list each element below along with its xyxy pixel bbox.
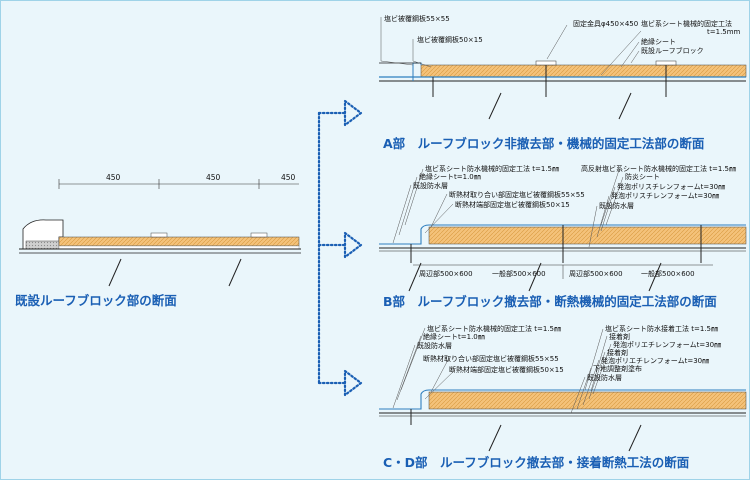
b-dim-1: 周辺部500×600 [419,269,473,278]
cd-label-7: 接着剤 [609,332,630,341]
b-dim-3: 周辺部500×600 [569,269,623,278]
a-label-4: 塩ビ系シート機械的固定工法 [641,19,732,28]
cd-label-6: 塩ビ系シート防水接着工法 t=1.5㎜ [605,324,718,333]
cd-label-2: 絶縁シートt=1.0㎜ [423,332,485,341]
a-label-7: 既設ルーフブロック [641,46,704,55]
b-label-7: 防炎シート [625,172,660,181]
existing-dim-3: 450 [281,173,296,182]
b-label-4: 断熱材取り合い部固定塩ビ被覆鋼板55×55 [449,190,585,199]
b-dim-2: 一般部500×600 [492,269,546,278]
cd-label-4: 断熱材取り合い部固定塩ビ被覆鋼板55×55 [423,354,559,363]
section-a: 塩ビ被覆鋼板55×55 塩ビ被覆鋼板50×15 固定金具φ450×450 塩ビ系… [379,14,747,151]
b-label-2: 絶縁シートt=1.0㎜ [419,172,481,181]
cd-label-9: 接着剤 [607,348,628,357]
existing-title: 既設ルーフブロック部の断面 [15,293,177,308]
a-label-3: 固定金具φ450×450 [573,19,638,28]
b-label-1: 塩ビ系シート防水機械的固定工法 t=1.5㎜ [425,164,559,173]
a-label-1: 塩ビ被覆鋼板55×55 [384,14,450,23]
cd-label-12: 既設防水層 [587,373,622,382]
cd-label-5: 断熱材端部固定塩ビ被覆鋼板50×15 [449,365,564,374]
a-label-5: t=1.5mm [707,28,741,36]
section-a-title: A部 ルーフブロック非撤去部・機械的固定工法部の断面 [383,136,705,151]
b-label-3: 既設防水層 [413,181,448,190]
a-label-6: 絶縁シート [641,37,676,46]
existing-dim-2: 450 [206,173,221,182]
existing-dim-1: 450 [106,173,121,182]
cd-label-11: 下地調整剤塗布 [593,364,642,373]
section-cd: 塩ビ系シート防水機械的固定工法 t=1.5㎜ 絶縁シートt=1.0㎜ 既設防水層… [379,324,747,470]
b-dim-4: 一般部500×600 [641,269,695,278]
existing-section: 450 450 450 既設ルーフブロック部の断面 [15,173,301,308]
section-b: 塩ビ系シート防水機械的固定工法 t=1.5㎜ 絶縁シートt=1.0㎜ 既設防水層… [379,164,747,309]
section-b-title: B部 ルーフブロック撤去部・断熱機械的固定工法部の断面 [383,294,717,309]
b-label-5: 断熱材端部固定塩ビ被覆鋼板50×15 [455,200,570,209]
dotted-arrows [317,98,363,398]
cd-label-10: 発泡ポリエチレンフォームt=30㎜ [601,356,709,365]
b-label-10: 既設防水層 [599,201,634,210]
section-cd-title: C・D部 ルーフブロック撤去部・接着断熱工法の断面 [383,455,690,470]
b-label-6: 高反射塩ビ系シート防水機械的固定工法 t=1.5㎜ [581,164,736,173]
b-label-9: 発泡ポリスチレンフォームt=30㎜ [611,191,719,200]
cd-label-1: 塩ビ系シート防水機械的固定工法 t=1.5㎜ [427,324,561,333]
a-label-2: 塩ビ被覆鋼板50×15 [417,35,483,44]
cd-label-8: 発泡ポリエチレンフォームt=30㎜ [613,340,721,349]
cd-label-3: 既設防水層 [417,341,452,350]
b-label-8: 発泡ポリスチレンフォームt=30㎜ [617,182,725,191]
